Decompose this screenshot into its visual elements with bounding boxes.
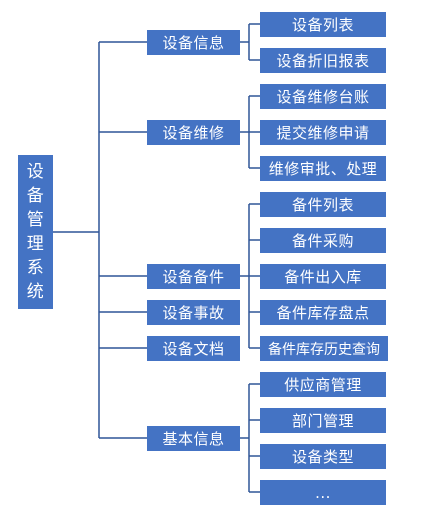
leaf-spare-parts-in-out: 备件出入库 [260,264,386,289]
leaf-spare-parts-list: 备件列表 [260,192,386,217]
node-device-documents: 设备文档 [147,336,240,361]
node-device-accident: 设备事故 [147,300,240,325]
leaf-spare-parts-history: 备件库存历史查询 [260,336,388,361]
leaf-submit-repair-request: 提交维修申请 [260,120,386,145]
root-char: 统 [26,282,45,302]
root-char: 管 [26,210,45,230]
leaf-repair-ledger: 设备维修台账 [260,84,386,109]
node-device-info: 设备信息 [147,30,240,55]
node-device-spare-parts: 设备备件 [147,264,240,289]
leaf-supplier-management: 供应商管理 [260,372,386,397]
leaf-spare-parts-stocktake: 备件库存盘点 [260,300,386,325]
leaf-device-type: 设备类型 [260,444,386,469]
root-char: 理 [26,234,45,254]
leaf-department-management: 部门管理 [260,408,386,433]
root-char: 备 [26,186,45,206]
leaf-ellipsis: ... [260,480,386,505]
root-char: 系 [26,258,45,278]
leaf-repair-approval: 维修审批、处理 [260,156,386,181]
leaf-depreciation-report: 设备折旧报表 [260,48,386,73]
node-device-repair: 设备维修 [147,120,240,145]
node-basic-info: 基本信息 [147,426,240,451]
root-node: 设 备 管 理 系 统 [18,155,53,309]
leaf-spare-parts-purchase: 备件采购 [260,228,386,253]
leaf-device-list: 设备列表 [260,12,386,37]
root-char: 设 [26,162,45,182]
